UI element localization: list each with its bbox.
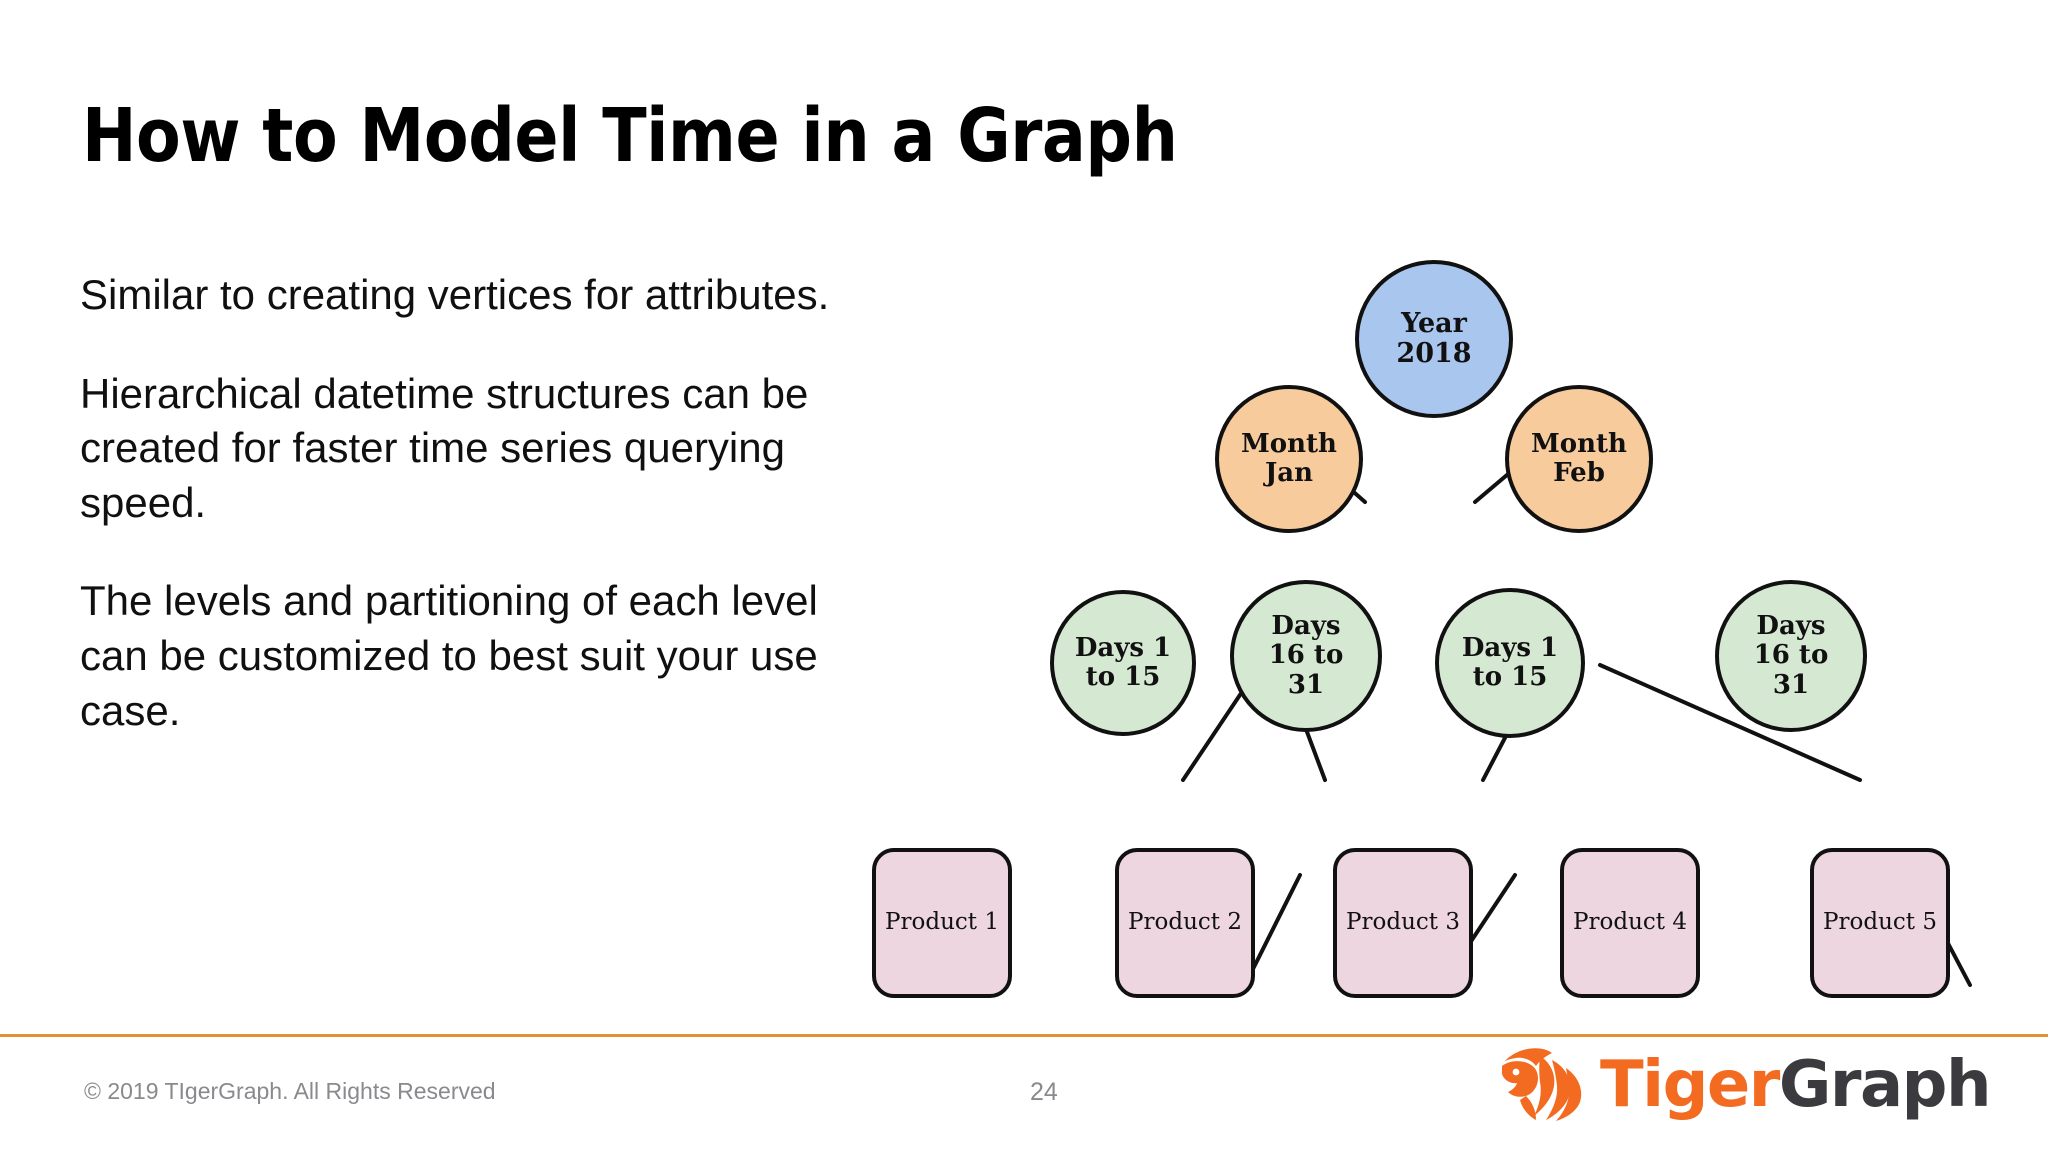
- node-product-3[interactable]: Product 3: [1333, 848, 1473, 998]
- tigergraph-logo: TigerGraph: [1496, 1046, 1992, 1124]
- footer-divider: [0, 1034, 2048, 1037]
- brand-wordmark-tiger: Tiger: [1599, 1048, 1780, 1122]
- footer-copyright: © 2019 TIgerGraph. All Rights Reserved: [84, 1078, 496, 1104]
- node-product-5[interactable]: Product 5: [1810, 848, 1950, 998]
- page-title: How to Model Time in a Graph: [82, 92, 1178, 179]
- brand-wordmark-graph: Graph: [1778, 1048, 1992, 1122]
- tiger-head-icon: [1501, 1048, 1582, 1121]
- node-product-4[interactable]: Product 4: [1560, 848, 1700, 998]
- brand-wordmark: TigerGraph: [1600, 1053, 1992, 1117]
- page-number: 24: [1030, 1078, 1058, 1106]
- node-product-1[interactable]: Product 1: [872, 848, 1012, 998]
- body-paragraph-2: Hierarchical datetime structures can be …: [80, 369, 809, 526]
- edge-monthfeb-days2: [1598, 663, 1862, 782]
- body-paragraph-3: The levels and partitioning of each leve…: [80, 577, 818, 734]
- body-copy: Similar to creating vertices for attribu…: [80, 268, 890, 738]
- node-product-2[interactable]: Product 2: [1115, 848, 1255, 998]
- body-paragraph-1: Similar to creating vertices for attribu…: [80, 271, 830, 318]
